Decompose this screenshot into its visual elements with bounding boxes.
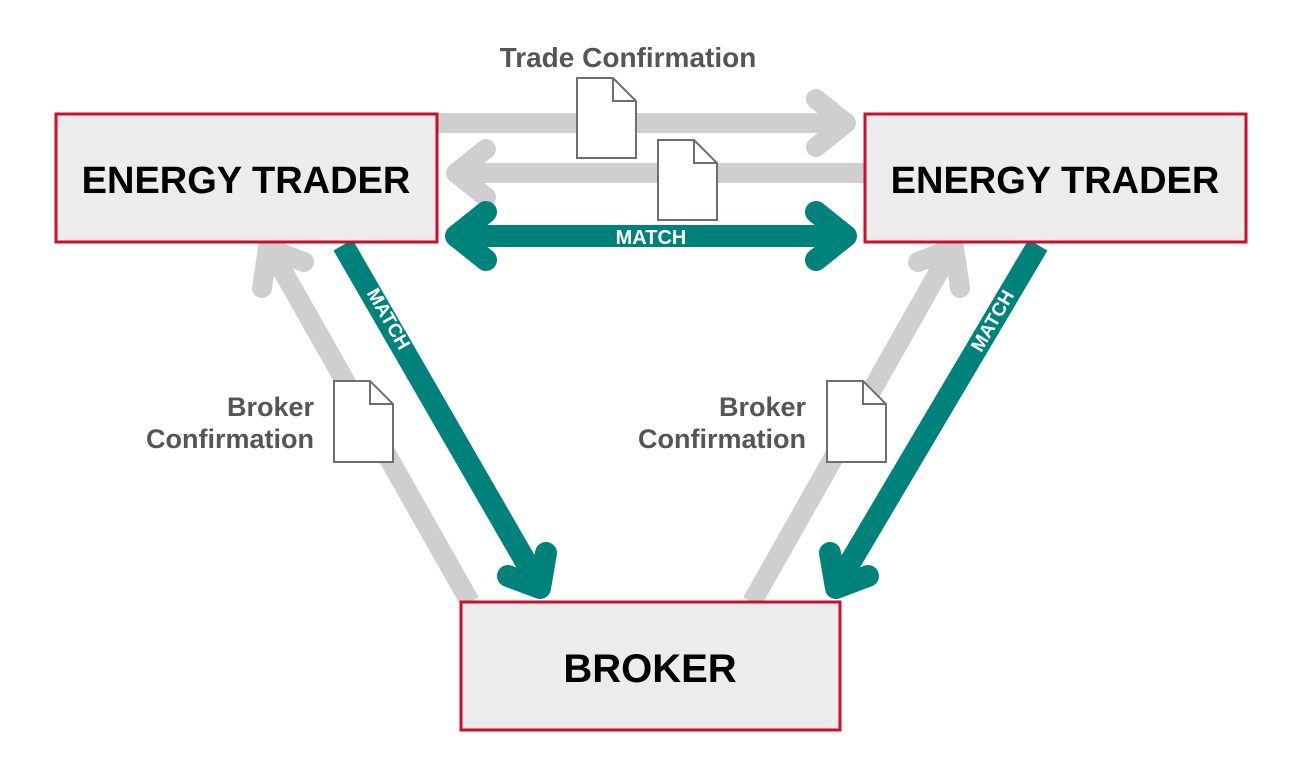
match-label-top: MATCH — [616, 227, 687, 249]
broker-confirmation-left-line1: Broker — [227, 392, 315, 422]
broker-confirmation-left-line2: Confirmation — [146, 424, 314, 454]
broker-confirmation-right-line1: Broker — [719, 392, 807, 422]
energy-trader-right-label: ENERGY TRADER — [891, 160, 1220, 202]
broker-label: BROKER — [563, 647, 736, 691]
document-icon — [826, 380, 887, 463]
energy-trader-left-label: ENERGY TRADER — [82, 160, 411, 202]
document-icon — [576, 77, 637, 159]
broker-confirmation-right-line2: Confirmation — [638, 424, 806, 454]
broker-node: BROKER — [459, 600, 842, 732]
document-icon — [657, 139, 718, 221]
document-icon — [333, 380, 394, 463]
match-arrow-top: MATCH — [445, 201, 857, 271]
trade-confirmation-label: Trade Confirmation — [500, 42, 757, 73]
energy-trader-left-node: ENERGY TRADER — [54, 112, 439, 244]
match-label-right: MATCH — [967, 287, 1019, 356]
energy-trader-right-node: ENERGY TRADER — [863, 112, 1248, 244]
trade-confirmation-arrow-right — [437, 89, 856, 157]
